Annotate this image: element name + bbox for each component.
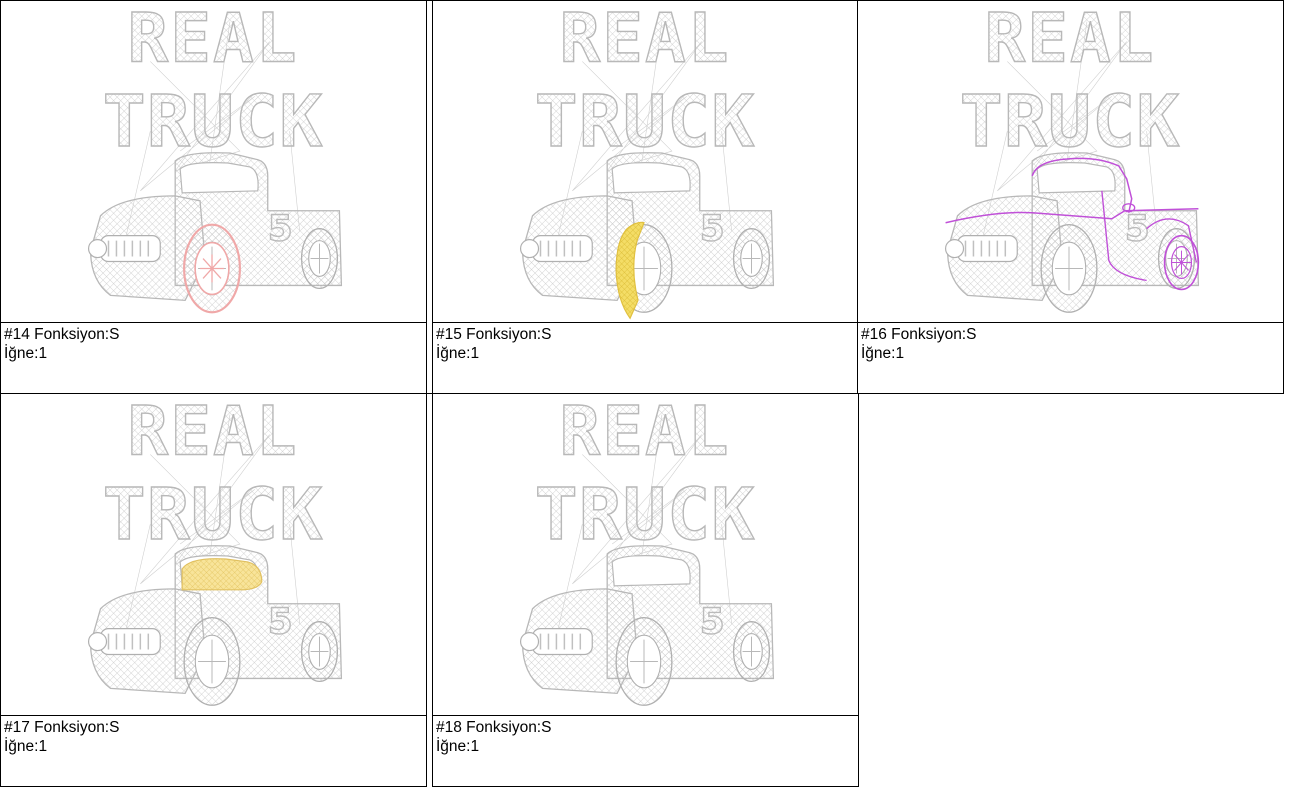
corner-mark xyxy=(427,0,436,1)
needle-label: İğne:1 xyxy=(4,344,119,363)
svg-text:TRUCK: TRUCK xyxy=(960,79,1181,163)
needle-label: İğne:1 xyxy=(436,737,551,756)
step-function-label: #17 Fonksiyon:S xyxy=(4,718,119,737)
corner-mark xyxy=(851,393,860,394)
svg-text:TRUCK: TRUCK xyxy=(535,472,756,556)
svg-text:REAL: REAL xyxy=(560,1,731,77)
svg-text:REAL: REAL xyxy=(128,394,299,470)
corner-mark xyxy=(851,0,860,1)
svg-text:TRUCK: TRUCK xyxy=(535,79,756,163)
svg-text:TRUCK: TRUCK xyxy=(103,79,324,163)
svg-text:REAL: REAL xyxy=(985,1,1156,77)
step-function-label: #14 Fonksiyon:S xyxy=(4,325,119,344)
svg-text:5: 5 xyxy=(1125,209,1150,250)
needle-label: İğne:1 xyxy=(861,344,976,363)
needle-label: İğne:1 xyxy=(436,344,551,363)
corner-mark xyxy=(3,393,12,394)
step-function-label: #15 Fonksiyon:S xyxy=(436,325,551,344)
svg-text:REAL: REAL xyxy=(128,1,299,77)
svg-text:5: 5 xyxy=(268,602,293,643)
step-function-label: #18 Fonksiyon:S xyxy=(436,718,551,737)
svg-text:REAL: REAL xyxy=(560,394,731,470)
svg-text:5: 5 xyxy=(268,209,293,250)
corner-mark xyxy=(427,393,436,394)
svg-text:TRUCK: TRUCK xyxy=(103,472,324,556)
needle-label: İğne:1 xyxy=(4,737,119,756)
step-function-label: #16 Fonksiyon:S xyxy=(861,325,976,344)
svg-text:5: 5 xyxy=(700,602,725,643)
svg-text:5: 5 xyxy=(700,209,725,250)
